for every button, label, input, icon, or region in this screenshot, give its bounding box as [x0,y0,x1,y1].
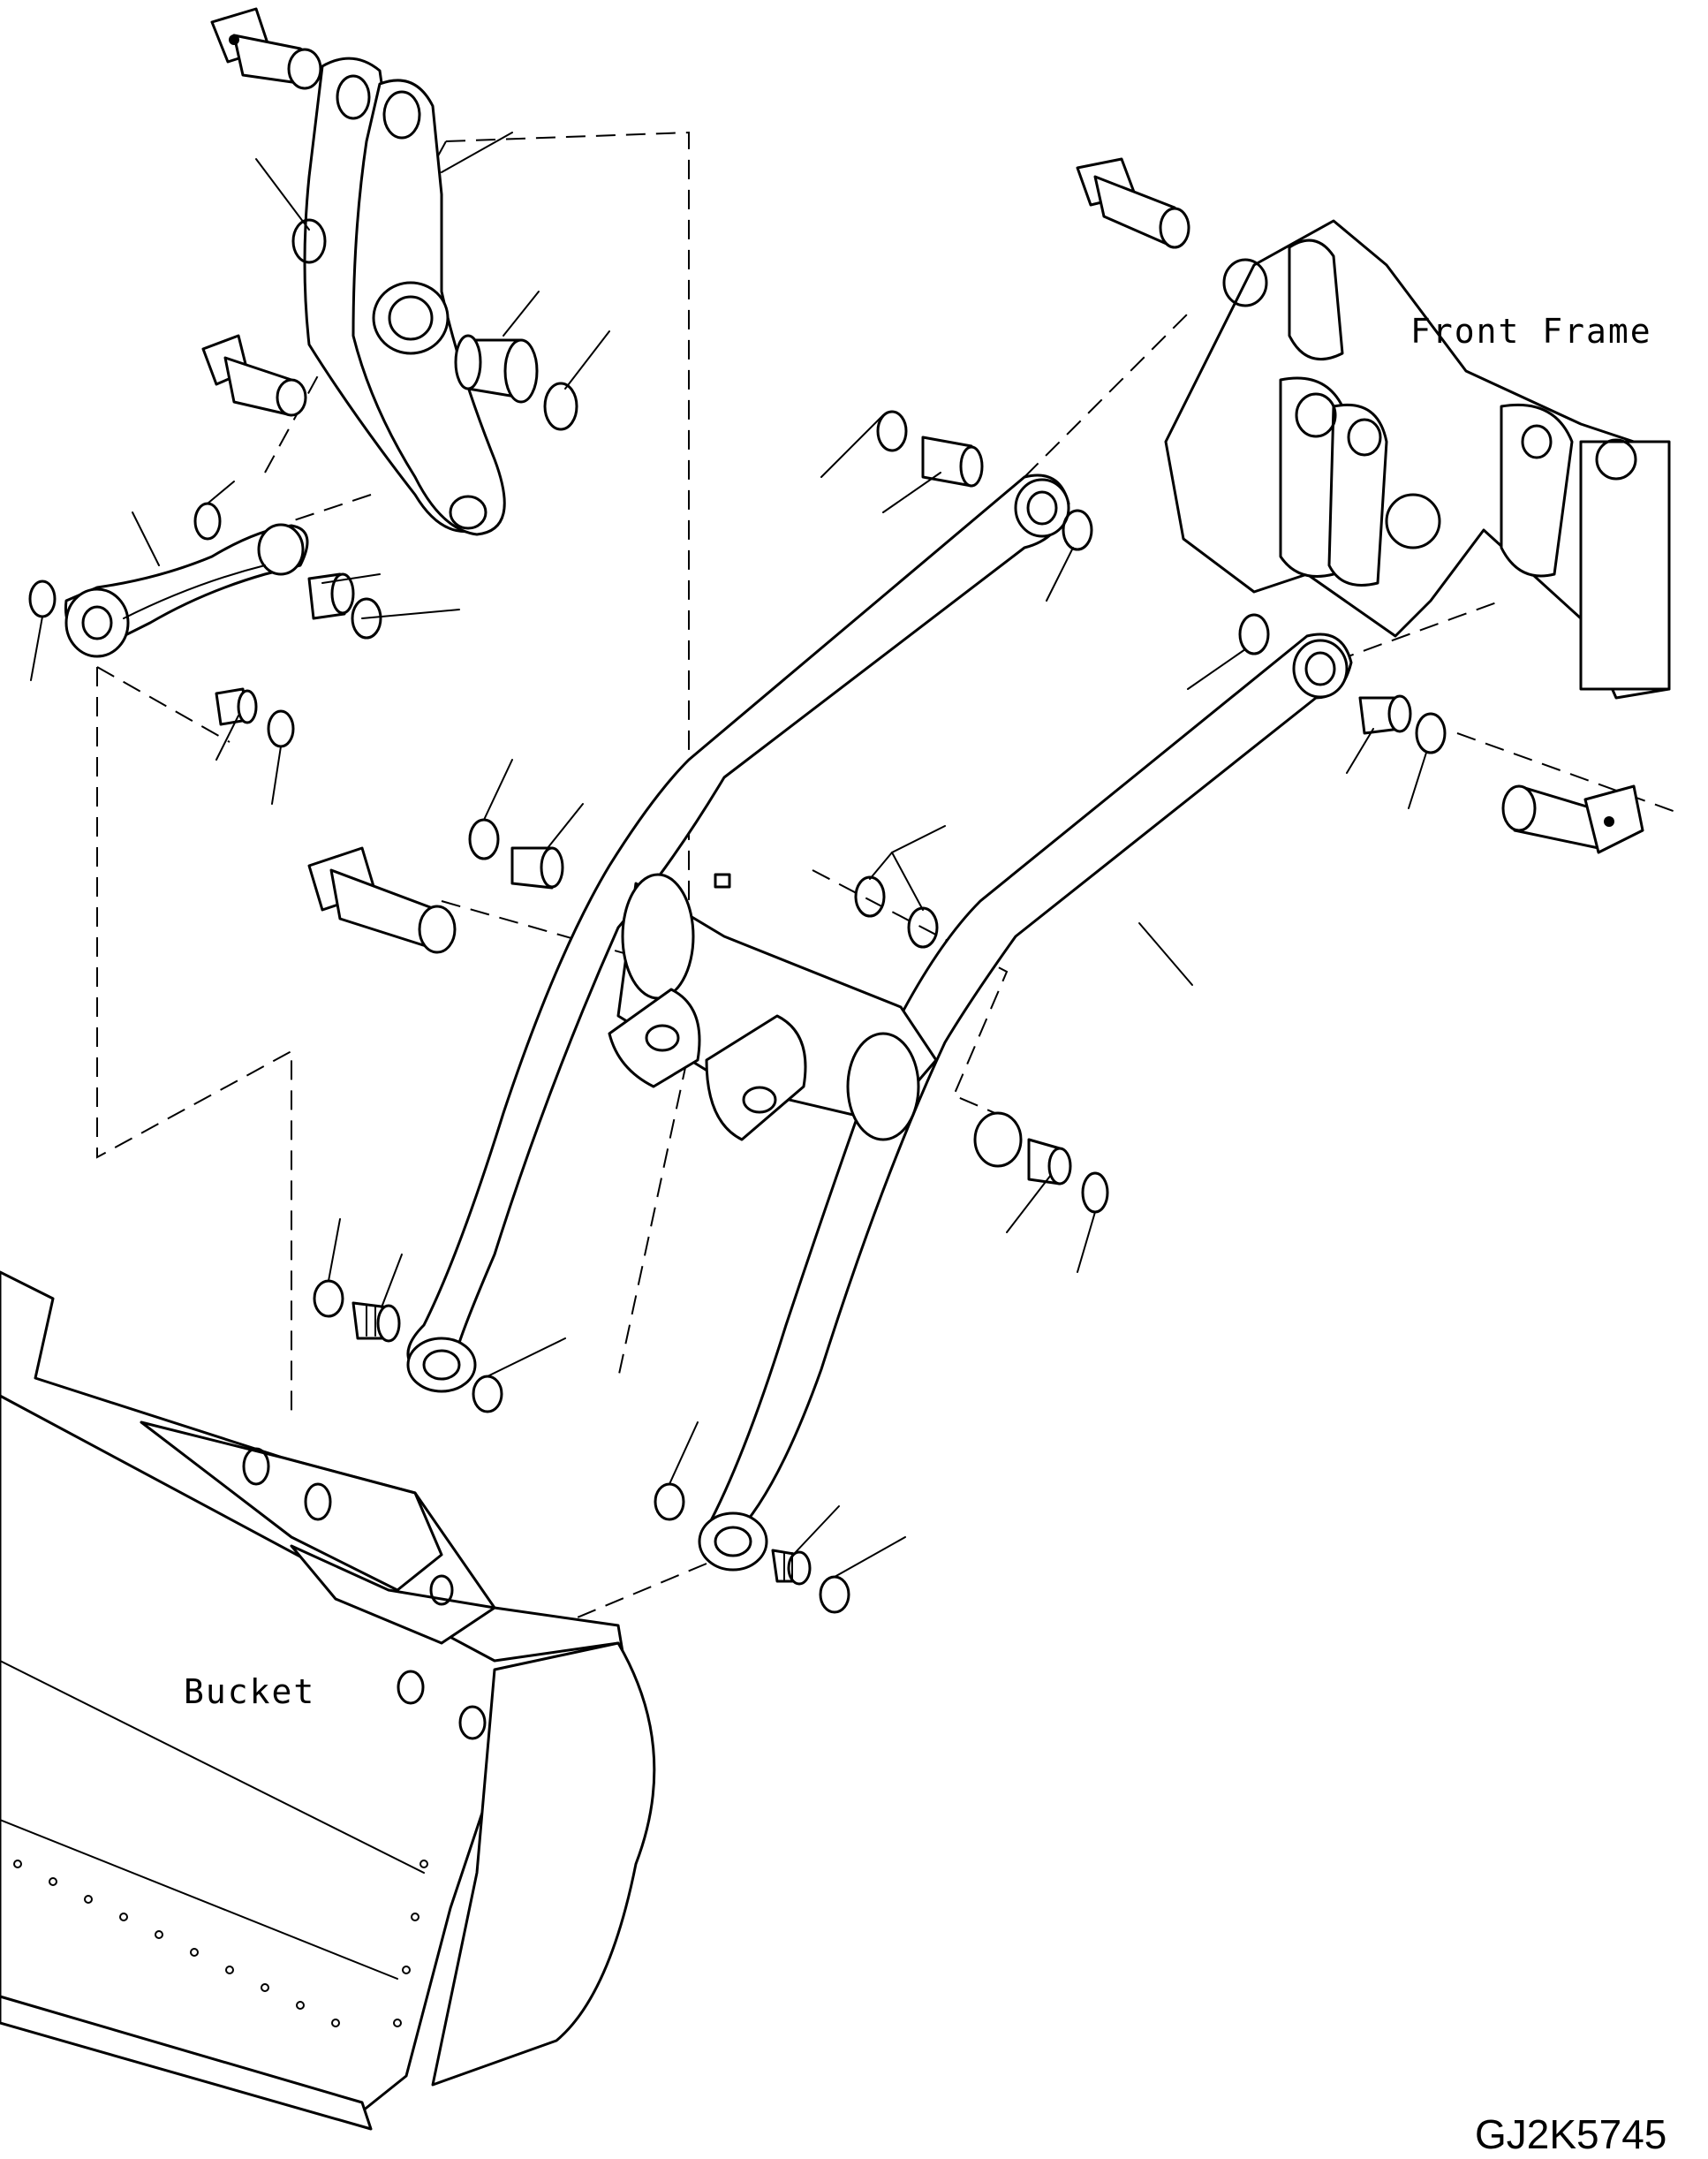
bucket [0,1270,656,2131]
front-frame [1164,219,1671,700]
boom-seal-mid-a [1238,613,1270,655]
tilt-link-seal-b [193,502,222,541]
tilt-link [64,523,309,658]
bucket-bolt-holes [13,1860,428,2027]
front-frame-pin [1076,157,1190,249]
bucket-label: Bucket [184,1672,315,1711]
boom-left-arm [406,473,1070,1393]
boom-lower-ring [973,1111,1023,1168]
front-frame-label: Front Frame [1410,312,1652,351]
center-seal-ring [468,818,500,860]
upper-pin [210,7,322,90]
bucket-seal-right-b [819,1575,850,1614]
tilt-link-seal-c [28,580,57,618]
boom-seal-upper-left [876,410,908,452]
bell-crank-bushing [454,334,539,404]
tilt-link-bushing [307,572,355,620]
cylinder-pin [307,846,457,954]
boom-seal-mid-b [1415,712,1447,754]
tilt-link-seal-a [351,597,382,640]
bucket-bushing-right [771,1549,812,1586]
tilt-link-lower-seal [267,709,295,748]
upper-seal-ring [291,218,327,264]
drawing-code: GJ2K5745 [1475,2111,1666,2157]
bell-crank-lower-pin [201,334,307,417]
leader-lines [30,132,1427,1578]
boom-lower-bushing [1027,1138,1072,1186]
boom-bushing-mid [1358,694,1412,735]
boom-bushing-upper-left [921,436,984,488]
tilt-link-lower-bushing [215,687,258,726]
boom-seal-upper-right [1062,509,1093,551]
center-bushing [510,846,564,890]
bell-crank-seal-ring [543,382,578,431]
boom-right-arm [698,633,1353,1572]
bucket-seal-left-a [313,1279,344,1318]
cross-tube-seal-a [854,875,886,918]
bell-crank-lever [303,57,506,536]
bucket-bushing-left [351,1301,401,1343]
bucket-seal-right-a [654,1482,685,1521]
boom-cross-tube [608,873,938,1141]
bucket-seal-left-b [472,1375,503,1413]
boom-foot-pin [1501,784,1644,854]
boom-lower-seal [1081,1171,1109,1214]
